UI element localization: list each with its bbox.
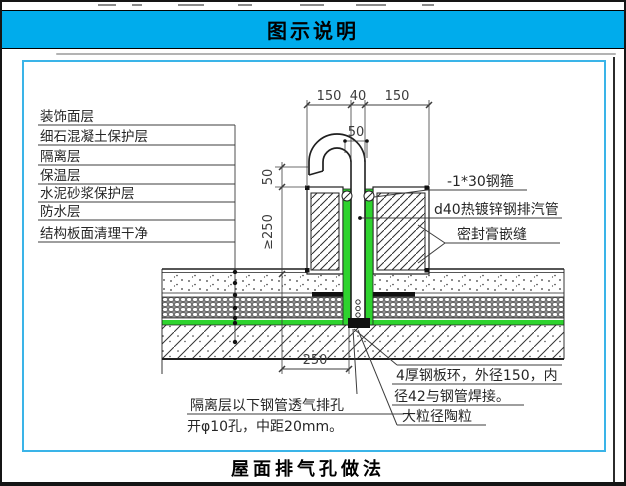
cropped-text-remnant bbox=[356, 4, 386, 6]
svg-text:径42与钢管焊接。: 径42与钢管焊接。 bbox=[394, 388, 510, 405]
annotation-perforation: 隔离层以下钢管透气排孔 开φ10孔，中距20mm。 bbox=[187, 328, 404, 435]
divider-line bbox=[56, 53, 616, 55]
detail-drawing-frame: 装饰面层 细石混凝土保护层 隔离层 保温层 水泥砂浆保护层 防水层 结构板面清理… bbox=[22, 60, 606, 452]
dim-250: 250 bbox=[303, 353, 328, 368]
vent-pipe bbox=[308, 133, 375, 328]
layer-label: 保温层 bbox=[40, 168, 81, 184]
svg-text:4厚钢板环，外径150，内: 4厚钢板环，外径150，内 bbox=[396, 368, 558, 384]
layer-label: 防水层 bbox=[40, 204, 81, 220]
roof-vent-detail-drawing: 装饰面层 细石混凝土保护层 隔离层 保温层 水泥砂浆保护层 防水层 结构板面清理… bbox=[38, 89, 565, 435]
drawing-title: 屋面排气孔做法 bbox=[231, 459, 385, 480]
annotation-steel-ring: 4厚钢板环，外径150，内 径42与钢管焊接。 bbox=[353, 328, 562, 406]
section-header: 图示说明 bbox=[2, 10, 624, 49]
annotation-vent-pipe: d40热镀锌钢排汽管 bbox=[358, 201, 562, 220]
dim-curb-height: ≥250 bbox=[261, 214, 276, 250]
svg-text:d40热镀锌钢排汽管: d40热镀锌钢排汽管 bbox=[434, 201, 559, 218]
cropped-text-remnant bbox=[132, 4, 142, 6]
dimension-top: 150 40 150 bbox=[303, 89, 433, 185]
dimension-bottom: 250 bbox=[278, 328, 353, 374]
pipe-gooseneck-outer bbox=[308, 133, 366, 175]
table-column-border bbox=[613, 57, 615, 482]
pipe-base-weld bbox=[348, 318, 370, 328]
svg-text:开φ10孔，中距20mm。: 开φ10孔，中距20mm。 bbox=[187, 419, 343, 435]
perforation-hole bbox=[355, 299, 361, 305]
svg-text:密封膏嵌缝: 密封膏嵌缝 bbox=[457, 226, 527, 243]
layer-label: 装饰面层 bbox=[40, 109, 94, 125]
layer-label: 隔离层 bbox=[40, 148, 81, 165]
cropped-text-remnant bbox=[238, 4, 252, 6]
cropped-text-remnant bbox=[300, 4, 324, 6]
dimension-left: 50 ≥250 bbox=[261, 162, 309, 374]
svg-text:大粒径陶粒: 大粒径陶粒 bbox=[402, 409, 472, 425]
layer-label: 水泥砂浆保护层 bbox=[40, 186, 135, 202]
dim-50-hook: 50 bbox=[348, 125, 365, 140]
annotation-steel-hoop: -1*30钢箍 bbox=[373, 173, 527, 198]
dimension-hook: 50 bbox=[343, 125, 369, 158]
pipe-mouth-cap bbox=[308, 170, 324, 176]
dim-150-left: 150 bbox=[317, 89, 342, 104]
svg-text:-1*30钢箍: -1*30钢箍 bbox=[447, 173, 514, 190]
layer-label-list: 装饰面层 细石混凝土保护层 隔离层 保温层 水泥砂浆保护层 防水层 结构板面清理… bbox=[38, 109, 238, 345]
annotation-sealant: 密封膏嵌缝 bbox=[417, 224, 560, 264]
cropped-text-remnant bbox=[422, 4, 434, 6]
annotation-ceramsite: 大粒径陶粒 bbox=[357, 329, 486, 426]
perforation-hole bbox=[355, 305, 361, 312]
dim-150-right: 150 bbox=[385, 89, 410, 104]
pipe-gooseneck-inner bbox=[322, 147, 352, 171]
cropped-text-remnant bbox=[178, 4, 204, 6]
section-header-title: 图示说明 bbox=[267, 19, 359, 43]
perforation-hole bbox=[355, 312, 361, 318]
layer-label: 细石混凝土保护层 bbox=[40, 129, 148, 145]
dim-40: 40 bbox=[350, 89, 367, 104]
svg-text:隔离层以下钢管透气排孔: 隔离层以下钢管透气排孔 bbox=[190, 397, 344, 414]
layer-leader-dots bbox=[232, 269, 238, 345]
layer-label: 结构板面清理干净 bbox=[40, 226, 148, 242]
dim-50-pipe: 50 bbox=[261, 169, 276, 186]
steel-plate-ring bbox=[312, 292, 415, 297]
cropped-text-remnant bbox=[98, 4, 116, 6]
